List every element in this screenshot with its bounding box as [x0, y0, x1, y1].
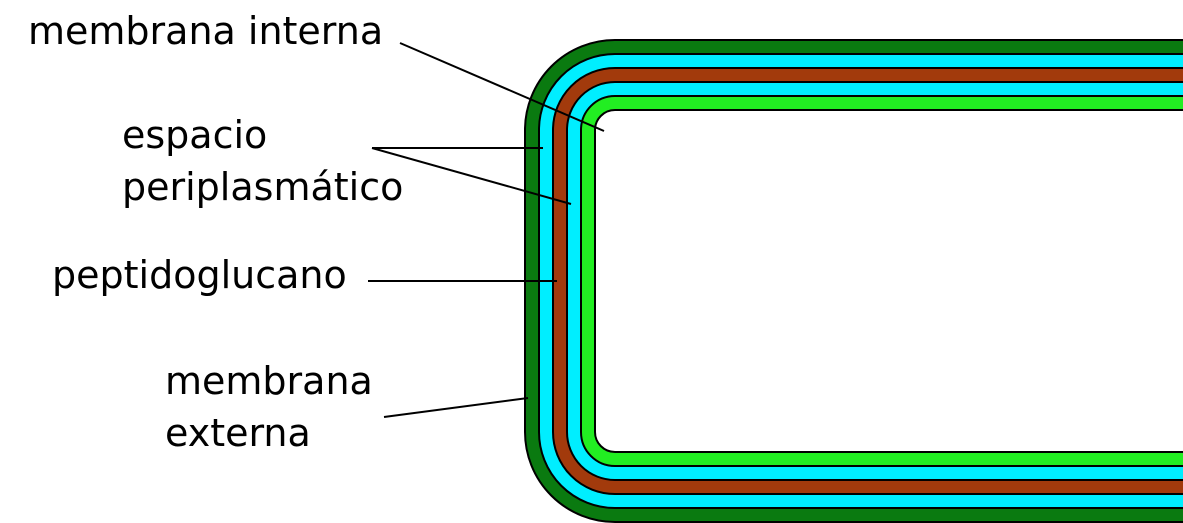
label-espacio-line1: espacio	[122, 113, 268, 157]
leader-lines	[368, 42, 605, 418]
label-membrana-interna: membrana interna	[28, 9, 384, 53]
label-membrana-externa-line1: membrana	[165, 359, 373, 403]
label-membrana-externa-line2: externa	[165, 411, 311, 455]
leader-membrana-externa	[383, 397, 529, 418]
leader-membrana-interna	[399, 42, 605, 132]
leader-espacio-inner	[371, 147, 572, 205]
label-peptidoglucano: peptidoglucano	[52, 253, 347, 297]
cytoplasm-area	[594, 109, 1183, 453]
label-espacio-line2: periplasmático	[122, 165, 404, 209]
envelope-layers	[524, 39, 1183, 523]
